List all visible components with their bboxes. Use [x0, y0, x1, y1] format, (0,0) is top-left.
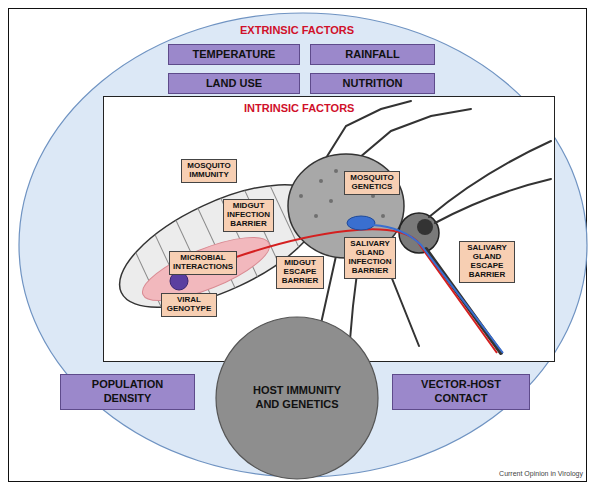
mosquito-eye [417, 219, 433, 235]
intrinsic-factor-label: MOSQUITO GENETICS [348, 174, 396, 192]
factor-label: VECTOR-HOST CONTACT [411, 378, 511, 406]
factor-label: RAINFALL [315, 48, 430, 62]
intrinsic-factor-label: MOSQUITO IMMUNITY [185, 162, 233, 180]
circle-shape [216, 317, 378, 479]
intrinsic-label: MIDGUT INFECTION BARRIER [223, 199, 274, 232]
frame-border [9, 9, 587, 482]
intrinsic-factor-label: SALIVARY GLAND INFECTION BARRIER [348, 240, 392, 276]
circle-label: HOST IMMUNITY AND GENETICS [241, 384, 353, 412]
factor-box: VECTOR-HOST CONTACT [392, 374, 530, 410]
ellipse-shape [19, 13, 587, 477]
host-circle: HOST IMMUNITY AND GENETICS [215, 316, 379, 480]
intrinsic-label: MIDGUT ESCAPE BARRIER [276, 256, 324, 289]
region-heading: EXTRINSIC FACTORS [240, 24, 354, 36]
mosquito-antennae [429, 141, 551, 223]
intrinsic-factor-label: MICROBIAL INTERACTIONS [173, 254, 233, 272]
intrinsic-factor-label: SALIVARY GLAND ESCAPE BARRIER [463, 244, 511, 280]
intrinsic-factor-label: MIDGUT INFECTION BARRIER [227, 202, 270, 229]
factor-label: TEMPERATURE [173, 48, 295, 62]
factor-label: POPULATION DENSITY [80, 378, 175, 406]
intrinsic-factor-label: MIDGUT ESCAPE BARRIER [280, 259, 320, 286]
factor-box: POPULATION DENSITY [60, 374, 195, 410]
intrinsic-label: SALIVARY GLAND ESCAPE BARRIER [459, 241, 515, 283]
extrinsic-region: EXTRINSIC FACTORS TEMPERATURE RAINFALL LAND… [18, 12, 588, 478]
factor-box: LAND USE [168, 73, 300, 94]
source-note: Current Opinion in Virology [499, 470, 583, 477]
mosquito-illustration [104, 97, 555, 362]
abdomen-segments [125, 167, 307, 330]
intrinsic-panel: INTRINSIC FACTORS MOSQUITO IMMUNITY MOSQUI… [103, 96, 555, 362]
intrinsic-label: MOSQUITO IMMUNITY [181, 159, 237, 183]
factor-box: RAINFALL [310, 44, 435, 65]
intrinsic-label: MOSQUITO GENETICS [344, 171, 400, 195]
factor-label: NUTRITION [315, 77, 430, 91]
intrinsic-label: VIRAL GENOTYPE [161, 293, 217, 317]
factor-box: TEMPERATURE [168, 44, 300, 65]
intrinsic-label: SALIVARY GLAND INFECTION BARRIER [344, 237, 396, 279]
salivary-gland [347, 216, 375, 230]
factor-label: LAND USE [173, 77, 295, 91]
region-heading: INTRINSIC FACTORS [244, 102, 354, 114]
factor-box: NUTRITION [310, 73, 435, 94]
intrinsic-factor-label: VIRAL GENOTYPE [165, 296, 213, 314]
intrinsic-label: MICROBIAL INTERACTIONS [169, 251, 237, 275]
